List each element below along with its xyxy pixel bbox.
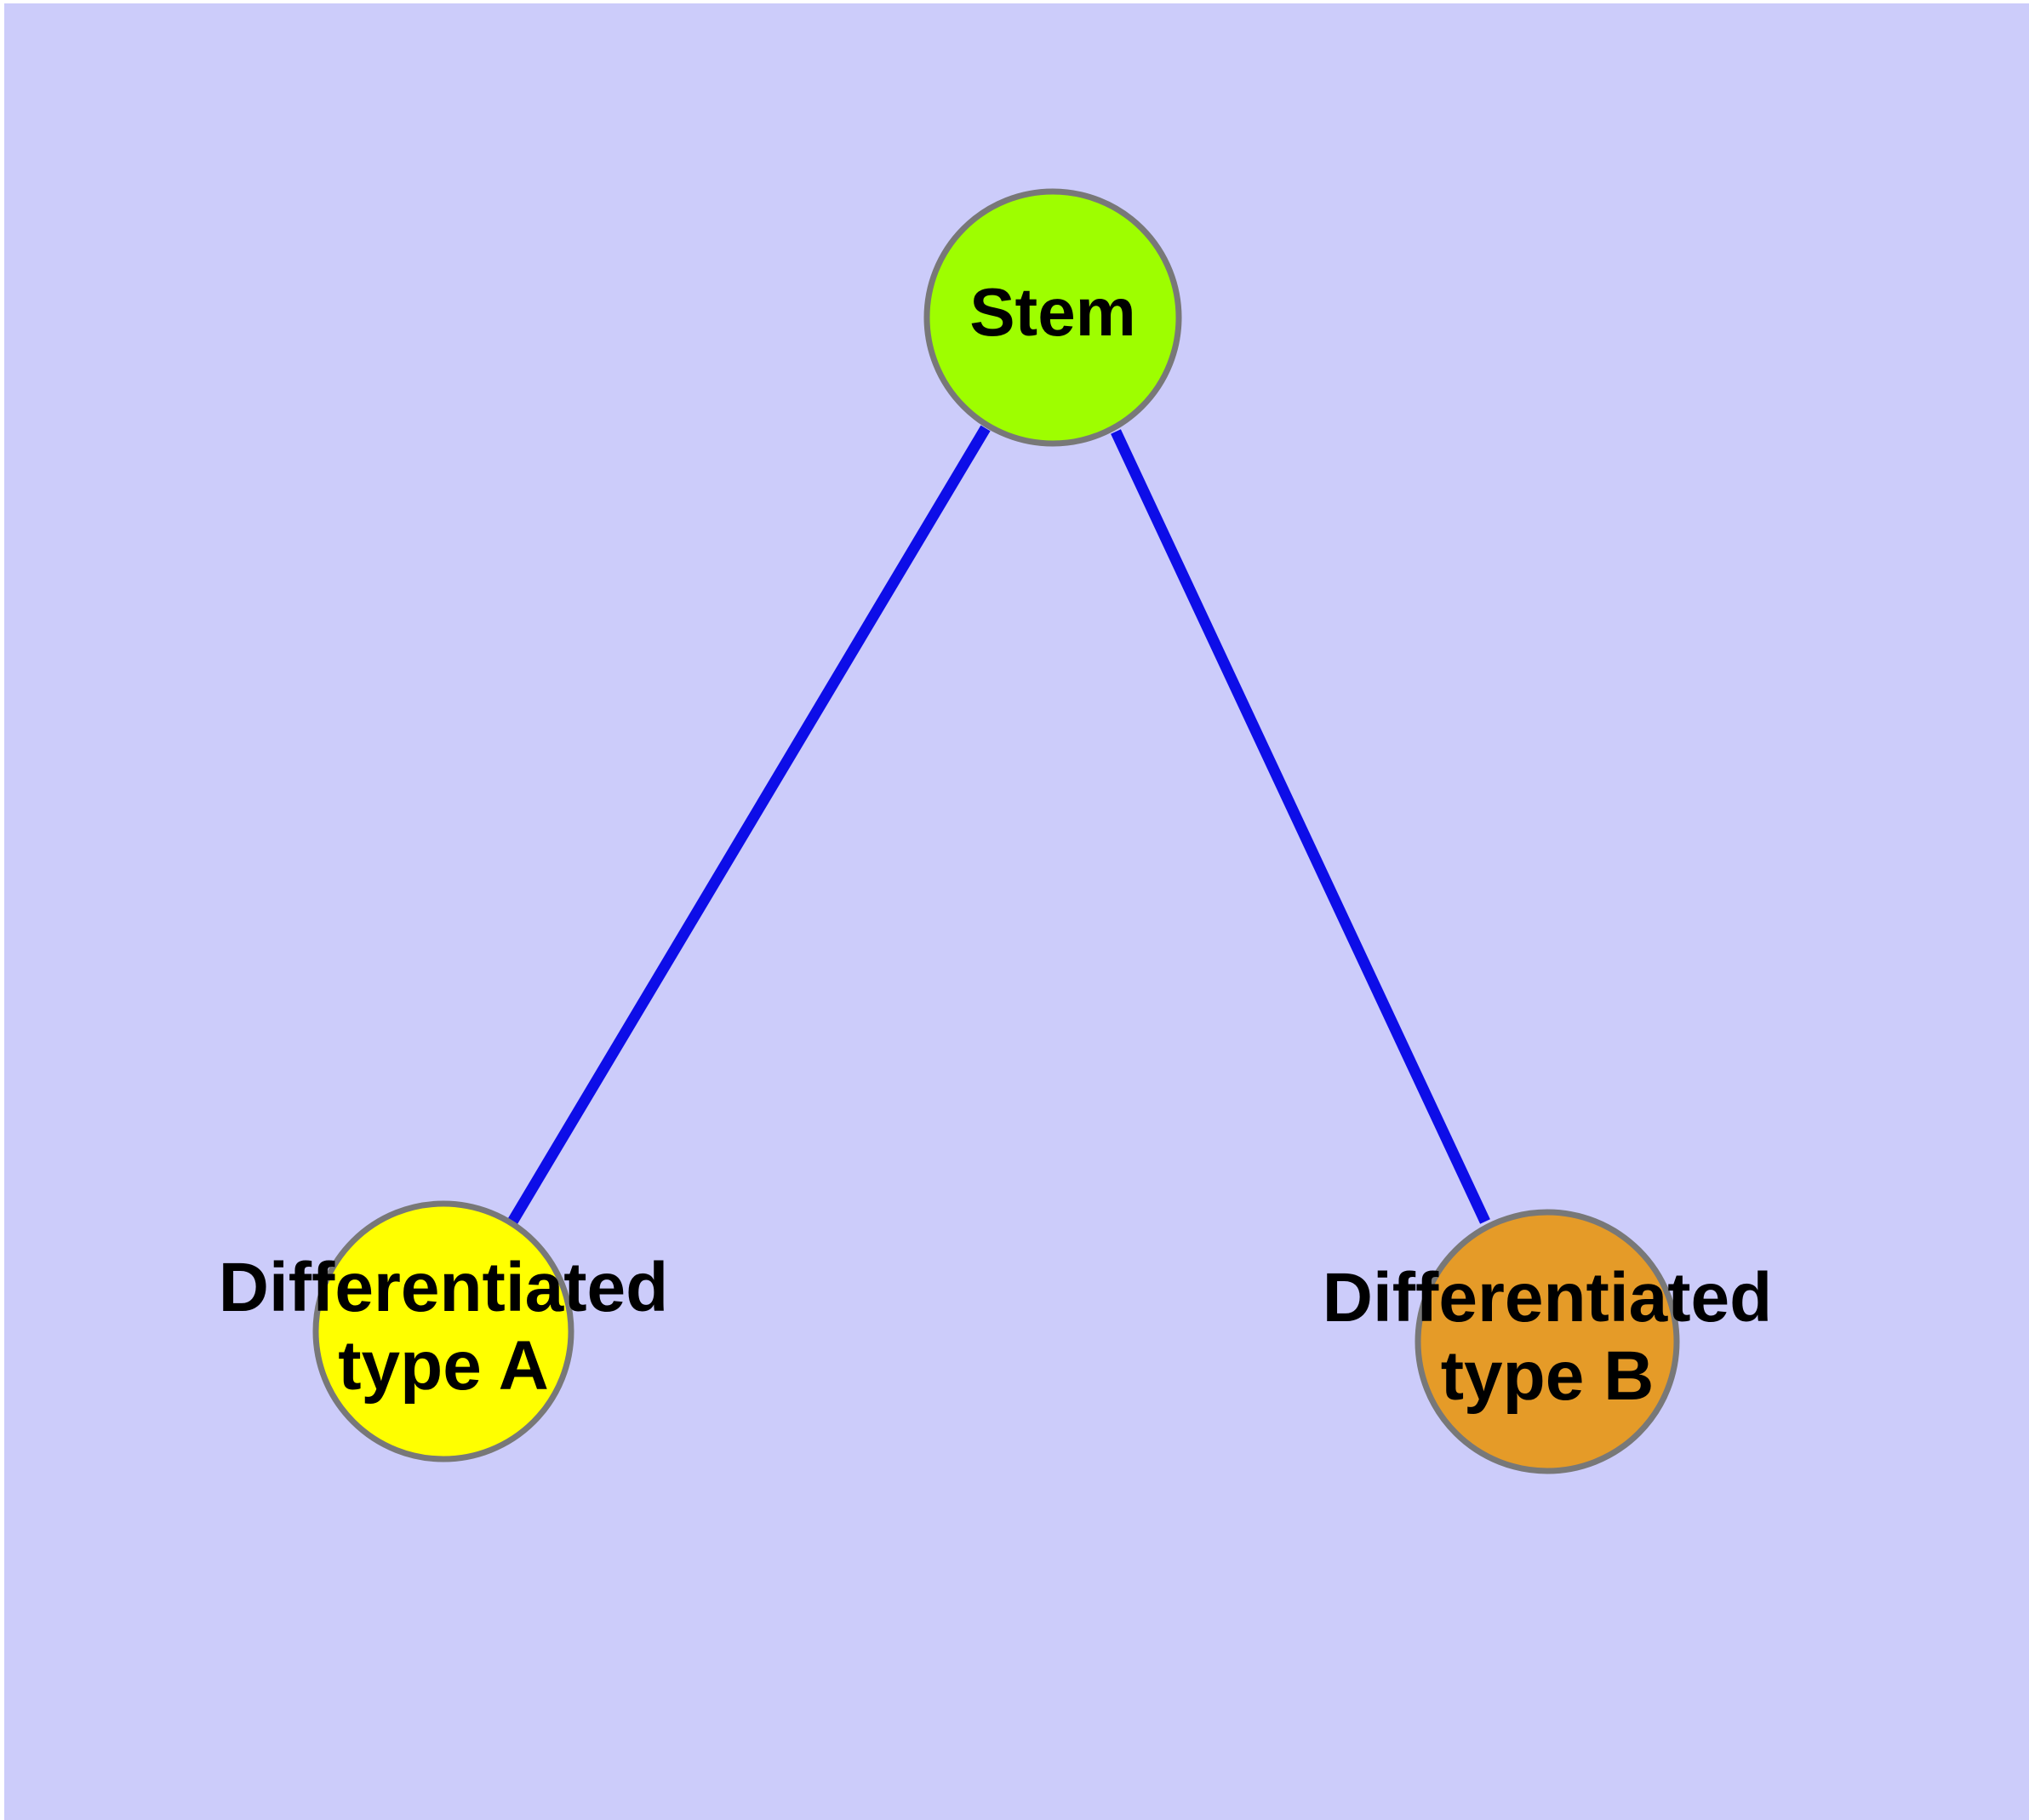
node-label-line: Differentiated — [1323, 1259, 1773, 1336]
node-diff_b[interactable] — [1415, 1209, 1680, 1474]
nodes-group — [312, 188, 1680, 1474]
node-label-line: Differentiated — [219, 1249, 669, 1326]
edge-stem-to-diff-b[interactable] — [1111, 429, 1490, 1224]
node-label-stem: Stem — [969, 274, 1136, 350]
edges-group — [506, 425, 1490, 1227]
node-diff_a[interactable] — [312, 1200, 574, 1462]
edge-stem-to-diff-a[interactable] — [506, 425, 991, 1227]
node-stem[interactable] — [923, 188, 1182, 447]
node-label-line: type A — [338, 1327, 549, 1405]
node-label-line: Stem — [969, 274, 1136, 350]
node-label-line: type B — [1441, 1337, 1655, 1415]
